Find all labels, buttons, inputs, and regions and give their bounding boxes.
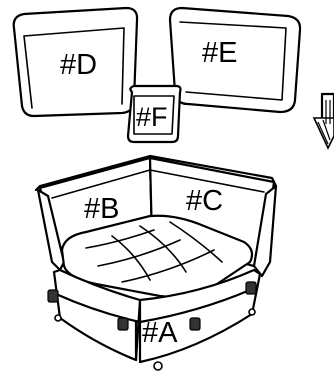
back-cushion-d: #D: [14, 8, 137, 116]
part-label-f: #F: [136, 102, 168, 132]
part-label-d: #D: [60, 49, 97, 81]
small-cushion-f: #F: [128, 86, 181, 142]
back-cushion-e: #E: [170, 8, 300, 112]
part-label-c: #C: [186, 185, 223, 217]
part-label-e: #E: [202, 37, 237, 69]
corner-sofa: #B #C #A: [36, 156, 276, 370]
part-label-a: #A: [142, 317, 178, 349]
part-label-b: #B: [84, 193, 119, 225]
down-arrow-icon: [314, 94, 334, 148]
